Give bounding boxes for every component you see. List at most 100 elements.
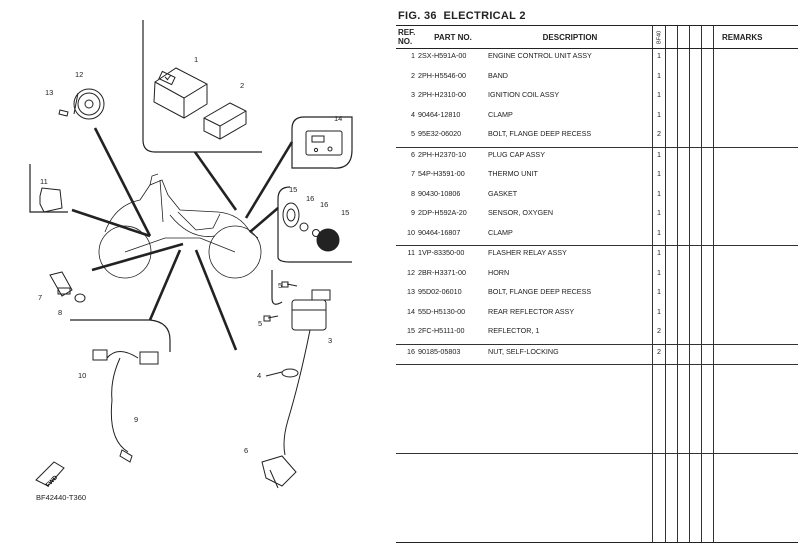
part-no-cell: 2FC-H5111-00 (418, 326, 465, 335)
blank-cell (689, 68, 702, 88)
leader-lines (71, 127, 294, 351)
blank-cell (677, 304, 690, 324)
bracket-flasher (29, 164, 68, 213)
blank-cell (677, 127, 690, 147)
description-cell: REAR REFLECTOR ASSY (488, 306, 575, 316)
ref-cell: 12 (407, 267, 415, 277)
blank-cell (665, 453, 678, 543)
part-no-cell: 90464-16807 (418, 227, 461, 237)
blank-cell (689, 107, 702, 127)
flasher-relay-drawing (39, 187, 63, 213)
blank-cell (665, 304, 678, 324)
blank-cell (665, 146, 678, 167)
callout-12: 12 (75, 70, 83, 79)
remarks-cell (713, 68, 798, 88)
blank-cell (701, 343, 714, 365)
blank-cell (689, 304, 702, 324)
blank-cell (701, 146, 714, 167)
blank-cell (665, 364, 678, 454)
qty-cell: 2 (652, 343, 666, 365)
blank-cell (665, 186, 678, 206)
qty-cell: 2 (652, 324, 666, 344)
ref-cell: 4 (411, 109, 415, 119)
blank-cell (713, 364, 798, 454)
callout-9: 9 (134, 415, 138, 424)
qty-cell: 1 (652, 304, 666, 324)
blank-cell (677, 88, 690, 108)
gasket-drawing (74, 293, 86, 303)
blank-cell (701, 88, 714, 108)
qty-cell: 1 (652, 146, 666, 167)
description-cell: CLAMP (488, 109, 513, 119)
nut-16-left (299, 222, 309, 232)
blank-cell (665, 68, 678, 88)
callout-15b: 15 (341, 208, 349, 217)
part-no-cell: 2SX-H591A-00 (418, 48, 488, 69)
blank-cell (689, 343, 702, 365)
part-no-cell: 95E32-06020 (418, 129, 462, 138)
blank-cell (689, 285, 702, 305)
header-description: DESCRIPTION (488, 25, 653, 49)
bracket-side-reflector (277, 186, 352, 263)
description-cell: REFLECTOR, 1 (488, 326, 540, 335)
qty-cell: 2 (652, 127, 666, 147)
qty-cell: 1 (652, 245, 666, 266)
blank-cell (665, 225, 678, 246)
figure-name: ELECTRICAL 2 (443, 10, 526, 22)
band-drawing (203, 102, 247, 140)
blank-cell (701, 48, 714, 69)
qty-cell: 1 (652, 88, 666, 108)
blank-cell (677, 343, 690, 365)
fwd-arrow-icon (35, 461, 65, 487)
callout-16: 16 (306, 194, 314, 203)
header-remarks: REMARKS (713, 25, 798, 49)
ignition-coil-drawing (291, 289, 331, 331)
remarks-cell (713, 88, 798, 108)
ref-cell: 13 (407, 287, 415, 296)
bolt-5-drawing-a (281, 281, 298, 288)
motorcycle-outline (98, 173, 262, 279)
blank-cell (689, 88, 702, 108)
callout-1: 1 (194, 55, 198, 64)
plug-cable (283, 329, 311, 456)
part-no-cell: 2PH-H2370-10 (418, 146, 488, 167)
qty-cell: 1 (652, 225, 666, 246)
table-filler-row (396, 364, 798, 454)
part-no-cell: 90430-10806 (418, 188, 461, 198)
blank-cell (701, 107, 714, 127)
blank-cell (677, 68, 690, 88)
remarks-cell (713, 107, 798, 127)
ref-cell: 10 (407, 227, 415, 237)
qty-cell: 1 (652, 186, 666, 206)
blank-cell (689, 167, 702, 187)
remarks-cell (713, 206, 798, 226)
figure-label: FIG. (398, 10, 421, 22)
side-reflector-15-left (282, 202, 300, 228)
ref-cell: 11 (396, 245, 418, 266)
part-no-cell: 54P-H3591-00 (418, 169, 465, 178)
part-no-cell: 2PH-H2310-00 (418, 90, 466, 99)
blank-cell (665, 127, 678, 147)
callout-13: 13 (45, 88, 53, 97)
blank-cell (652, 453, 666, 543)
ref-cell: 9 (411, 208, 415, 217)
header-ref-line2: NO. (398, 37, 413, 46)
header-ref-line1: REF. (398, 28, 416, 37)
blank-cell (677, 186, 690, 206)
blank-cell (665, 343, 678, 365)
table-filler-row (396, 453, 798, 543)
part-no-cell: 1VP-83350-00 (418, 245, 488, 266)
ecu-drawing (153, 67, 208, 119)
description-cell: IGNITION COIL ASSY (488, 90, 560, 99)
thermo-unit-drawing (49, 271, 73, 297)
ref-cell: 6 (396, 146, 418, 167)
